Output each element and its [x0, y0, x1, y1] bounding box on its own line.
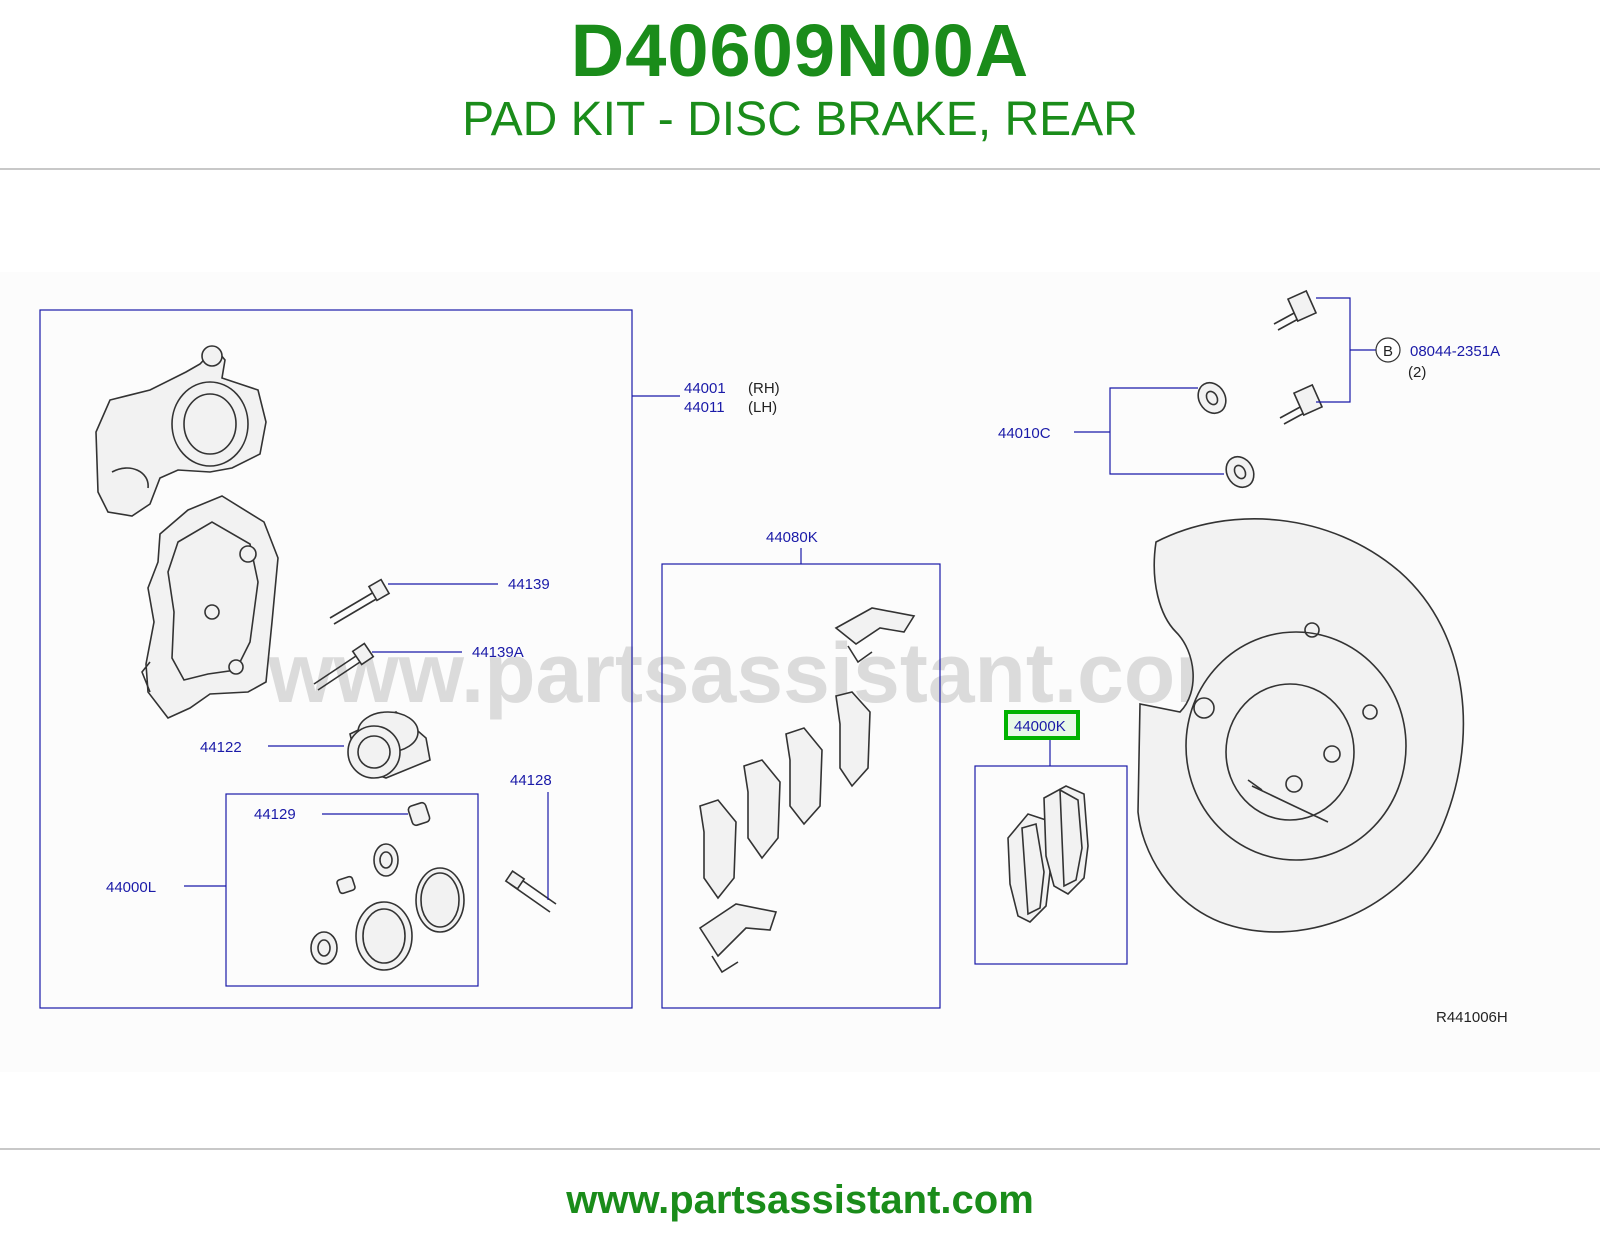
- callout-44001[interactable]: 44001: [684, 380, 726, 397]
- brake-pads-drawing: [1007, 785, 1089, 923]
- callout-44128[interactable]: 44128: [510, 772, 552, 789]
- exploded-view-svg: www.partsassistant.com 44001 (RH) 44011 …: [39, 289, 1508, 1026]
- washer-bracket: [1109, 387, 1224, 475]
- part-number-title: D40609N00A: [570, 9, 1030, 92]
- mounting-bolts-drawing: [1273, 289, 1324, 425]
- guide-pin-44139-drawing: [329, 578, 391, 625]
- bolt-marker-circle: [1375, 337, 1401, 363]
- callout-44139A[interactable]: 44139A: [472, 644, 524, 661]
- callout-44010C[interactable]: 44010C: [998, 425, 1051, 442]
- bolt-bracket: [1316, 297, 1351, 403]
- callout-44129[interactable]: 44129: [254, 806, 296, 823]
- pad-kit-box: [974, 765, 1128, 965]
- callout-44000K[interactable]: 44000K: [1014, 718, 1066, 735]
- highlighted-part-frame[interactable]: [1004, 710, 1080, 740]
- footer-site-link[interactable]: www.partsassistant.com: [566, 1178, 1034, 1222]
- callout-44011[interactable]: 44011: [684, 399, 725, 416]
- bleeder-44128-drawing: [504, 870, 557, 913]
- callout-44001-side: (RH): [748, 380, 780, 397]
- piston-44122-drawing: [347, 711, 431, 779]
- bolt-marker-letter: B: [1383, 343, 1393, 360]
- page-header: D40609N00A PAD KIT - DISC BRAKE, REAR: [0, 0, 1600, 170]
- diagram-watermark: www.partsassistant.com: [267, 626, 1250, 720]
- seal-kit-parts-drawing: [310, 801, 465, 971]
- callout-44011-side: (LH): [748, 399, 777, 416]
- backing-plate-drawing: [1137, 518, 1465, 933]
- callout-44000L[interactable]: 44000L: [106, 879, 156, 896]
- part-description: PAD KIT - DISC BRAKE, REAR: [462, 93, 1138, 146]
- guide-pin-44139a-drawing: [313, 642, 375, 691]
- callout-44080K[interactable]: 44080K: [766, 529, 818, 546]
- caliper-body-drawing: [95, 345, 279, 719]
- callout-44122[interactable]: 44122: [200, 739, 242, 756]
- caliper-assembly-box: [39, 309, 633, 1009]
- washers-drawing: [1197, 381, 1255, 489]
- bolt-quantity: (2): [1408, 364, 1426, 381]
- seal-kit-box: [225, 793, 479, 987]
- figure-code: R441006H: [1436, 1009, 1508, 1026]
- footer-divider: [0, 1148, 1600, 1150]
- callout-08044-2351A[interactable]: 08044-2351A: [1410, 343, 1500, 360]
- callout-44139[interactable]: 44139: [508, 576, 550, 593]
- hardware-shims-drawing: [698, 607, 916, 974]
- header-divider: [0, 168, 1600, 170]
- parts-diagram: www.partsassistant.com 44001 (RH) 44011 …: [0, 272, 1600, 1072]
